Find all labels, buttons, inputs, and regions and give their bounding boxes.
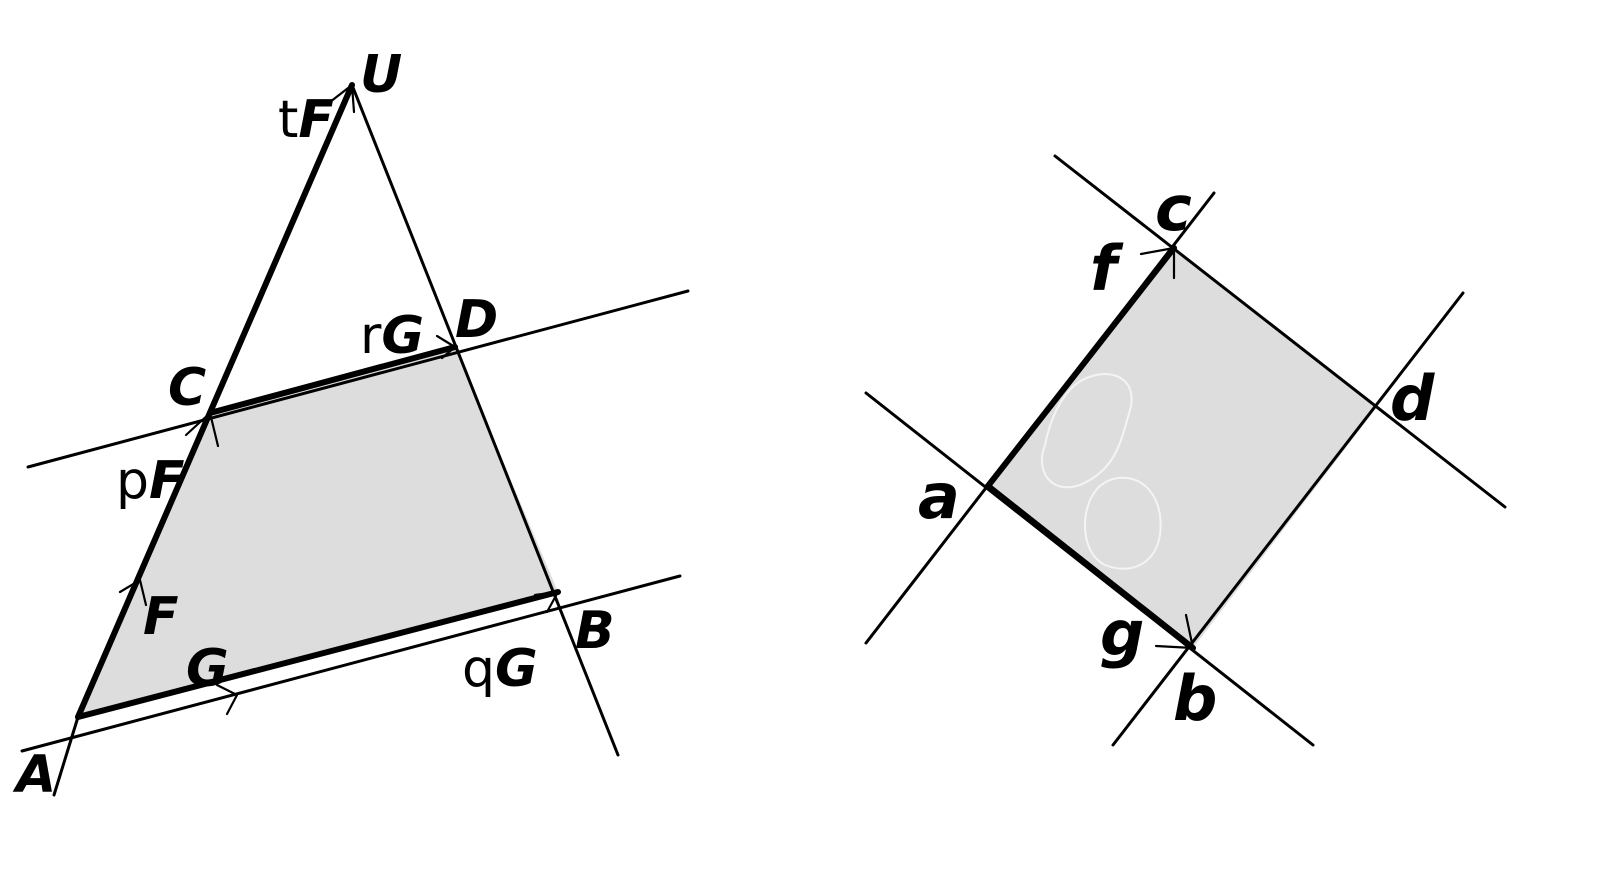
vector-label-f: f (1090, 232, 1124, 305)
point-label-C: C (168, 358, 206, 418)
vector-label-pF: pF (116, 451, 185, 511)
left-figure: U tF C rG D pF F G B qG A (12, 45, 690, 805)
arrowhead-qG (533, 590, 560, 614)
segment-ac (985, 245, 1177, 489)
arrowhead-pF (184, 411, 220, 448)
point-label-D: D (455, 290, 498, 350)
line-CD-extended (26, 289, 690, 469)
line-AB-extended (20, 574, 682, 753)
point-label-G: G (186, 639, 229, 699)
vector-label-g: g (1100, 597, 1144, 670)
point-label-a: a (918, 460, 960, 533)
arrowhead-tF (328, 83, 356, 114)
vector-label-rG: rG (360, 306, 424, 366)
arrowhead-f (1139, 246, 1176, 280)
segment-CD (207, 344, 458, 416)
point-label-U: U (360, 45, 402, 105)
shaded-parallelogram-acdb (988, 248, 1377, 648)
line-cd-extended (1053, 154, 1507, 509)
faint-blob-lower (1084, 476, 1162, 570)
arrowhead-G (215, 683, 239, 716)
shaded-quadrilateral-ABDC (78, 347, 558, 717)
line-A-extension (52, 715, 80, 797)
point-label-A: A (12, 745, 56, 805)
arrowhead-rG (435, 334, 457, 360)
point-label-F: F (143, 587, 179, 647)
segment-ab (985, 483, 1196, 651)
vector-label-tF: tF (278, 90, 334, 150)
vector-label-qG: qG (462, 639, 538, 699)
segment-AB (75, 589, 561, 720)
segment-AU (75, 82, 355, 720)
arrowhead-g (1154, 613, 1195, 650)
arrowhead-F (118, 578, 148, 607)
point-label-c: c (1155, 172, 1192, 245)
faint-blob-upper (1040, 373, 1133, 489)
line-bd-extended (1111, 291, 1465, 747)
right-figure: c f d a g b (864, 154, 1507, 747)
point-label-b: b (1173, 662, 1217, 735)
point-label-B: B (575, 601, 615, 661)
line-UB-extended (350, 83, 620, 757)
point-label-d: d (1390, 362, 1435, 435)
